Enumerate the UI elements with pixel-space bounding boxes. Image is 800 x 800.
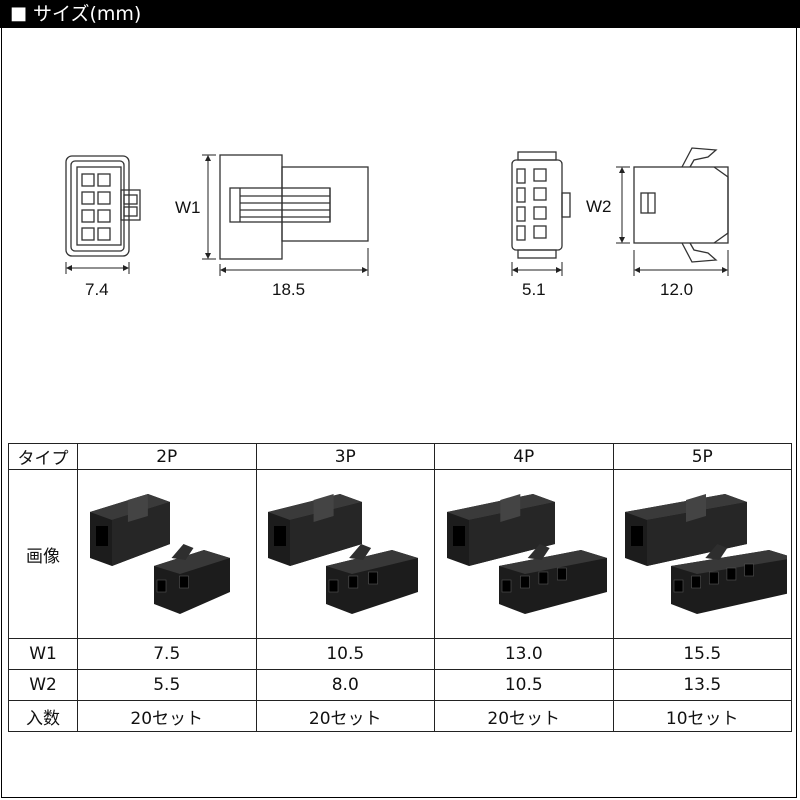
connector-photo-2p — [89, 494, 230, 614]
table-row: W1 7.5 10.5 13.0 15.5 — [8, 638, 792, 670]
image-cell-4p — [434, 469, 614, 639]
female-pin-cavities — [516, 168, 547, 241]
table-row: 入数 20セット 20セット 20セット 10セット — [8, 700, 792, 732]
type-5p: 5P — [612, 443, 792, 470]
connector-photo-5p — [625, 494, 788, 614]
content-frame — [1, 28, 797, 798]
male-side-view — [219, 154, 369, 260]
cell-w1-2p: 7.5 — [77, 638, 257, 670]
pin-hole-icon — [328, 579, 339, 593]
cell-w1-3p: 10.5 — [255, 638, 435, 670]
pin-hole-icon — [556, 567, 567, 581]
pin-hole-icon — [691, 575, 702, 589]
section-header: ■ サイズ(mm) — [0, 0, 800, 28]
row-label-w1: W1 — [8, 638, 78, 670]
row-label-quantity: 入数 — [8, 700, 78, 732]
cell-w1-4p: 13.0 — [434, 638, 614, 670]
pin-hole-icon — [501, 579, 512, 593]
image-cell-2p — [77, 469, 257, 639]
female-housing-icon — [153, 544, 230, 614]
connector-photo-3p — [268, 494, 419, 614]
pin-hole-icon — [178, 575, 189, 589]
male-housing-icon — [89, 494, 170, 566]
pin-hole-icon — [673, 579, 684, 593]
dim-front-width-right: 5.1 — [522, 280, 546, 299]
cell-qty-5p: 10セット — [612, 700, 792, 732]
type-3p: 3P — [255, 443, 435, 470]
cell-w1-5p: 15.5 — [612, 638, 792, 670]
female-housing-icon — [326, 544, 419, 614]
male-front-view — [65, 155, 141, 257]
dim-front-width-left: 7.4 — [85, 280, 109, 299]
connector-photo-4p — [446, 494, 607, 614]
pin-hole-icon — [348, 575, 359, 589]
spec-table: タイプ 2P 3P 4P 5P 画像 W1 7.5 10.5 13.0 15.5… — [8, 443, 792, 732]
female-side-view — [633, 147, 729, 263]
female-front-view — [511, 151, 571, 259]
image-cell-5p — [612, 469, 792, 639]
square-bullet-icon: ■ — [10, 3, 28, 24]
pin-hole-icon — [726, 567, 737, 581]
dim-side-length-right: 12.0 — [660, 280, 694, 299]
male-housing-icon — [625, 494, 748, 566]
female-housing-icon — [498, 544, 607, 614]
pin-hole-icon — [519, 575, 530, 589]
image-row: 画像 — [8, 469, 792, 639]
female-housing-icon — [671, 544, 788, 614]
pin-hole-icon — [156, 579, 167, 593]
cell-qty-4p: 20セット — [434, 700, 614, 732]
dim-height-w2: W2 — [586, 197, 612, 216]
pin-hole-icon — [709, 571, 719, 585]
cell-w2-3p: 8.0 — [255, 669, 435, 701]
pin-hole-icon — [744, 563, 755, 577]
dimension-drawings — [65, 147, 729, 276]
row-label-w2: W2 — [8, 669, 78, 701]
cell-w2-4p: 10.5 — [434, 669, 614, 701]
dim-side-length-left: 18.5 — [272, 280, 306, 299]
cell-w2-5p: 13.5 — [612, 669, 792, 701]
male-housing-icon — [446, 494, 555, 566]
section-title: サイズ(mm) — [33, 3, 142, 25]
type-4p: 4P — [434, 443, 614, 470]
pin-hole-icon — [368, 571, 379, 585]
image-cell-3p — [255, 469, 435, 639]
table-row: W2 5.5 8.0 10.5 13.5 — [8, 669, 792, 701]
cell-w2-2p: 5.5 — [77, 669, 257, 701]
pin-hole-icon — [538, 571, 548, 585]
dim-height-w1: W1 — [175, 198, 201, 217]
image-row-label: 画像 — [8, 469, 78, 639]
type-header-row: タイプ 2P 3P 4P 5P — [8, 443, 792, 470]
male-pin-cavities — [81, 173, 111, 241]
type-header-label: タイプ — [8, 443, 78, 470]
type-2p: 2P — [77, 443, 257, 470]
male-housing-icon — [268, 494, 363, 566]
cell-qty-3p: 20セット — [255, 700, 435, 732]
cell-qty-2p: 20セット — [77, 700, 257, 732]
dimension-lines — [65, 154, 729, 276]
